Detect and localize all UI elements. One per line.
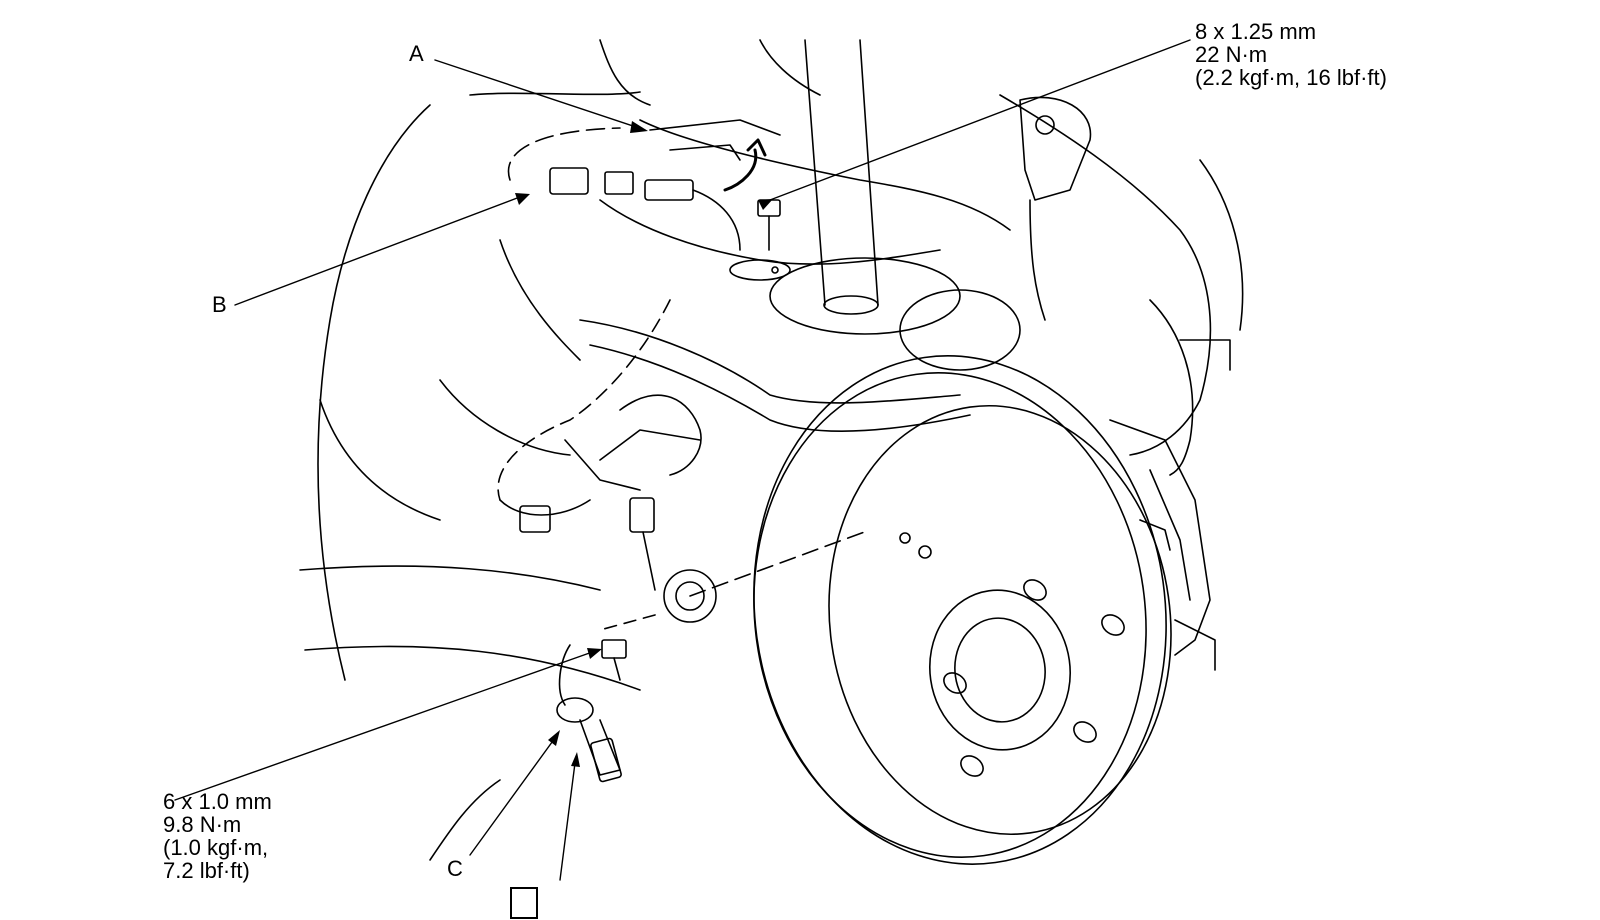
- callout-c: C: [447, 856, 463, 881]
- callout-b: B: [212, 292, 227, 317]
- strut: [769, 39, 1021, 371]
- torque-spec-upper-size: 8 x 1.25 mm: [1195, 19, 1317, 44]
- brake-disc: [753, 355, 1172, 865]
- arrowhead-top-spec: [758, 199, 773, 210]
- leader-lines: [174, 39, 1191, 881]
- torque-spec-lower-alt-2: 7.2 lbf·ft): [163, 858, 250, 883]
- leader-c-2: [559, 762, 576, 881]
- arrowhead-c-1: [548, 730, 560, 746]
- torque-spec-lower: 6 x 1.0 mm 9.8 N·m (1.0 kgf·m, 7.2 lbf·f…: [163, 790, 272, 882]
- arrowhead-b: [515, 193, 530, 205]
- wheel-speed-sensor: [556, 529, 871, 783]
- leader-a: [434, 59, 646, 131]
- brake-hose-bracket: [1019, 96, 1092, 321]
- arrowhead-bottom-spec: [587, 648, 602, 659]
- leader-b: [234, 194, 526, 306]
- torque-spec-lower-nm: 9.8 N·m: [163, 812, 242, 837]
- arrowheads: [515, 121, 773, 767]
- upper-harness: [507, 119, 791, 281]
- callout-a: A: [409, 41, 424, 66]
- brake-caliper: [1109, 419, 1216, 671]
- leader-top-spec: [769, 39, 1191, 201]
- torque-spec-upper: 8 x 1.25 mm 22 N·m (2.2 kgf·m, 16 lbf·ft…: [1195, 20, 1387, 89]
- sensor-harness: [497, 299, 702, 591]
- arrowhead-c-2: [571, 752, 580, 767]
- torque-spec-upper-nm: 22 N·m: [1195, 42, 1268, 67]
- leader-bottom-spec: [174, 649, 599, 801]
- knuckle: [319, 119, 1011, 521]
- torque-spec-lower-size: 6 x 1.0 mm: [163, 789, 272, 814]
- torque-spec-upper-alt: (2.2 kgf·m, 16 lbf·ft): [1195, 65, 1387, 90]
- empty-box-marker: [510, 887, 538, 919]
- arrowhead-a: [630, 121, 648, 133]
- leader-c-1: [469, 737, 556, 856]
- wheel-well-outline: [299, 39, 1244, 861]
- torque-spec-lower-alt-1: (1.0 kgf·m,: [163, 835, 269, 860]
